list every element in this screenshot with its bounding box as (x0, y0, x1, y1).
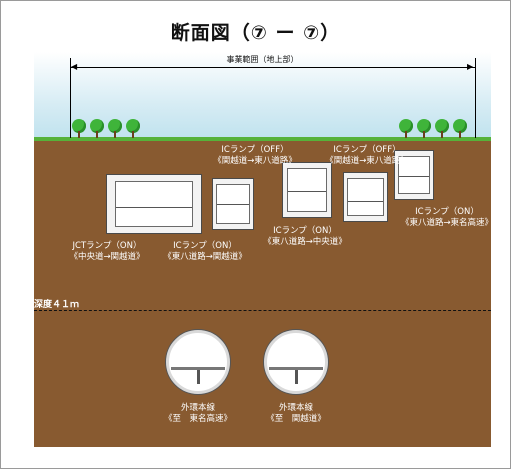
label-ic-on-1-title: ICランプ（ON） (173, 241, 237, 251)
label-jct-on: JCTランプ（ON） 《中央道→関越道》 (52, 241, 162, 263)
tree-icon (453, 119, 467, 139)
label-tunnel-right-title: 外環本線 (278, 403, 313, 413)
tree-icon (399, 119, 413, 139)
ramp-ic-on-1 (212, 178, 254, 230)
depth-line (34, 310, 491, 311)
label-ic-off-1: ICランプ（OFF） 《関越道→東八道路》 (200, 145, 310, 167)
label-ic-off-2-title: ICランプ（OFF） (333, 145, 401, 155)
label-ic-off-2-route: 《関越道→東八道路》 (325, 156, 409, 166)
label-ic-on-3: ICランプ（ON） 《東八道路→東名高速》 (388, 207, 506, 229)
label-ic-on-1: ICランプ（ON） 《東八道路→関越道》 (150, 241, 260, 263)
tree-icon (417, 119, 431, 139)
grass-surface (34, 137, 491, 141)
label-ic-on-3-route: 《東八道路→東名高速》 (400, 218, 494, 228)
depth-label: 深度４１ｍ (34, 300, 80, 310)
ramp-ic-off-2 (394, 150, 434, 200)
ramp-jct-on (106, 174, 202, 234)
arrow-left-icon: ◀ (71, 62, 78, 71)
range-right-tick (475, 58, 476, 138)
label-tunnel-left-title: 外環本線 (180, 403, 215, 413)
project-range-arrow (70, 67, 475, 68)
label-jct-on-route: 《中央道→関越道》 (69, 252, 145, 262)
tree-icon (72, 119, 86, 139)
tree-icon (435, 119, 449, 139)
ramp-ic-on-2 (343, 172, 388, 222)
label-ic-on-1-route: 《東八道路→関越道》 (163, 252, 247, 262)
label-tunnel-right: 外環本線 《至 関越道》 (241, 403, 351, 425)
label-ic-on-3-title: ICランプ（ON） (415, 207, 479, 217)
ramp-ic-off-1 (282, 162, 332, 218)
label-tunnel-left-route: 《至 東名高速》 (163, 414, 232, 424)
label-tunnel-left: 外環本線 《至 東名高速》 (143, 403, 253, 425)
tree-icon (126, 119, 140, 139)
label-ic-on-2: ICランプ（ON） 《東八道路→中央道》 (250, 226, 360, 248)
main-tunnel-right (264, 330, 328, 394)
label-ic-off-1-title: ICランプ（OFF） (221, 145, 289, 155)
tree-icon (90, 119, 104, 139)
main-tunnel-left (166, 330, 230, 394)
label-ic-off-1-route: 《関越道→東八道路》 (213, 156, 297, 166)
label-ic-on-2-title: ICランプ（ON） (273, 226, 337, 236)
label-ic-on-2-route: 《東八道路→中央道》 (263, 237, 347, 247)
project-range-label: 事業範囲（地上部） (226, 55, 299, 64)
label-tunnel-right-route: 《至 関越道》 (266, 414, 326, 424)
page-title: 断面図（⑦ ー ⑦） (170, 22, 341, 44)
label-jct-on-title: JCTランプ（ON） (72, 241, 142, 251)
label-ic-off-2: ICランプ（OFF） 《関越道→東八道路》 (312, 145, 422, 167)
range-left-tick (70, 58, 71, 138)
tree-icon (108, 119, 122, 139)
arrow-right-icon: ▶ (467, 62, 474, 71)
